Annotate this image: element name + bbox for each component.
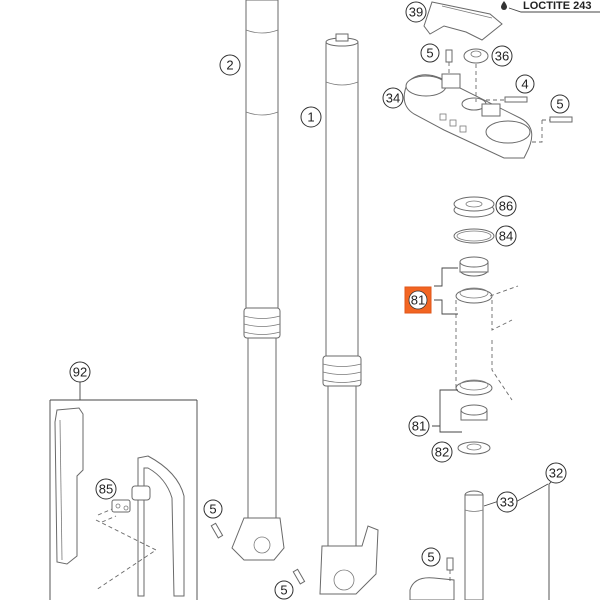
screw-axle-clamp-left (210, 522, 224, 539)
svg-text:5: 5 (426, 46, 433, 61)
svg-text:5: 5 (556, 97, 563, 112)
svg-text:92: 92 (73, 365, 87, 380)
steering-head-nut (463, 48, 489, 102)
svg-text:81: 81 (412, 419, 426, 434)
callout-4[interactable]: 4 (515, 74, 535, 94)
screw-upper-clamp (532, 116, 573, 143)
callout-34[interactable]: 34 (382, 87, 404, 109)
callout-82[interactable]: 82 (431, 441, 453, 463)
callout-85[interactable]: 85 (95, 478, 117, 500)
steering-stem-outline (455, 285, 519, 401)
callout-39[interactable]: 39 (405, 1, 427, 23)
upper-triple-clamp (403, 73, 533, 159)
svg-text:5: 5 (427, 550, 434, 565)
glue-drop-icon (501, 1, 507, 10)
svg-text:39: 39 (409, 5, 423, 20)
handlebar-clamp (423, 1, 503, 41)
steering-bearing-lower (455, 379, 493, 421)
callout-5-left-fork[interactable]: 5 (203, 499, 223, 519)
fork-leg-right (319, 33, 379, 595)
callout-36[interactable]: 36 (491, 45, 513, 67)
callout-1[interactable]: 1 (300, 106, 322, 128)
fork-leg-left (231, 0, 285, 561)
svg-text:32: 32 (549, 466, 563, 481)
svg-text:2: 2 (226, 58, 233, 73)
callout-5-right-fork[interactable]: 5 (274, 580, 294, 600)
loctite-label: LOCTITE 243 (523, 0, 591, 12)
steering-stem (464, 490, 484, 600)
svg-text:33: 33 (500, 495, 514, 510)
clamp-bolt (486, 96, 528, 103)
callout-5-lower-clamp[interactable]: 5 (421, 547, 441, 567)
svg-text:81: 81 (411, 293, 425, 308)
lower-triple-clamp (409, 557, 455, 600)
callout-5-top[interactable]: 5 (420, 43, 440, 63)
callout-81-lower[interactable]: 81 (408, 415, 430, 437)
svg-text:84: 84 (499, 229, 513, 244)
callout-92[interactable]: 92 (69, 361, 91, 383)
svg-text:1: 1 (307, 110, 314, 125)
svg-text:36: 36 (495, 49, 509, 64)
protector-clamp (97, 499, 131, 523)
callout-33[interactable]: 33 (496, 491, 518, 513)
callout-2[interactable]: 2 (219, 54, 241, 76)
svg-text:85: 85 (99, 482, 113, 497)
callout-84[interactable]: 84 (495, 225, 517, 247)
svg-text:5: 5 (280, 583, 287, 598)
fork-protector-set (49, 381, 198, 600)
dust-cover (453, 196, 495, 218)
loctite-note: LOCTITE 243 (501, 0, 600, 13)
svg-text:82: 82 (435, 445, 449, 460)
screw-top-clamp (445, 49, 453, 74)
steering-bearing-upper (455, 256, 493, 304)
screw-axle-clamp-right (292, 568, 306, 585)
o-ring (453, 228, 495, 244)
svg-text:5: 5 (209, 502, 216, 517)
svg-text:34: 34 (386, 91, 400, 106)
callout-81-highlighted[interactable]: 81 (404, 286, 432, 314)
svg-text:86: 86 (499, 199, 513, 214)
seal-ring (457, 441, 491, 455)
callout-5-right[interactable]: 5 (550, 94, 570, 114)
svg-text:4: 4 (521, 77, 528, 92)
callout-32[interactable]: 32 (545, 462, 567, 484)
callout-86[interactable]: 86 (495, 195, 517, 217)
